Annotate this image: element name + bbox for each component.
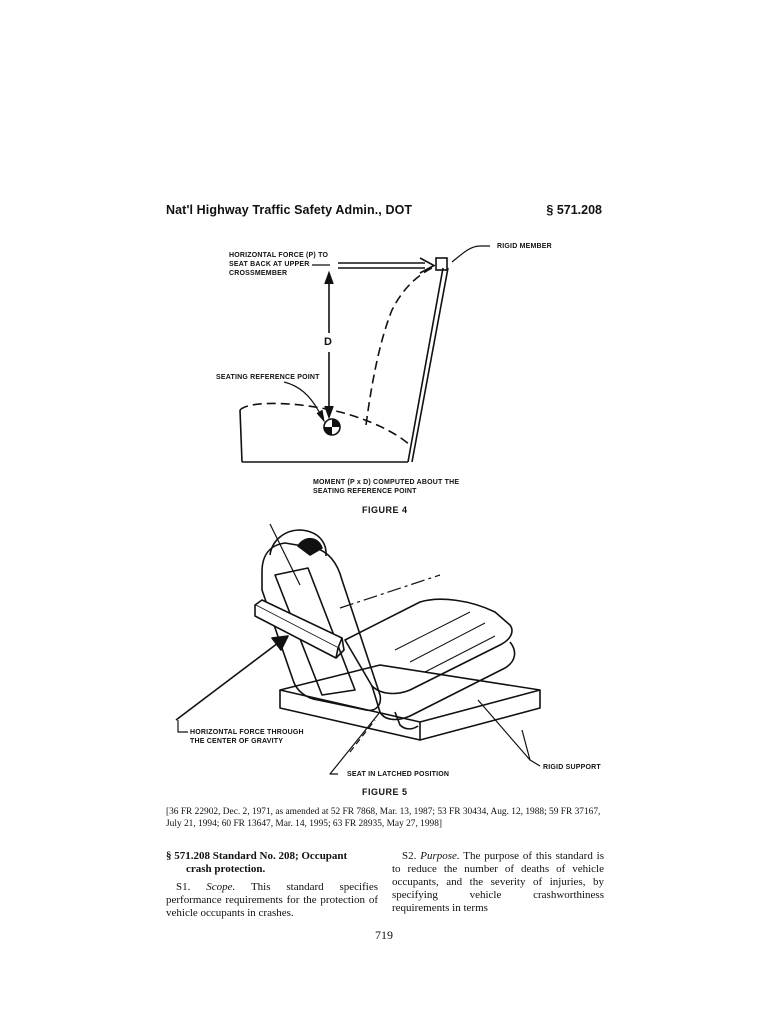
fig4-force-label-line1: HORIZONTAL FORCE (P) TO: [229, 252, 329, 259]
dimension-arrow-down: [324, 405, 334, 420]
running-head-section: § 571.208: [546, 203, 602, 217]
fig4-srp-label: SEATING REFERENCE POINT: [216, 374, 320, 381]
force-arrow-head: [419, 257, 436, 274]
cg-force-leader: [177, 720, 188, 733]
figure-5-caption: FIGURE 5: [362, 787, 408, 797]
rigid-support-top: [279, 664, 541, 723]
rigid-support-front: [279, 690, 541, 741]
seat-cushion-outline: [239, 402, 411, 446]
dimension-arrow-up: [324, 270, 334, 285]
seat-base-left: [239, 409, 243, 463]
fig4-force-label-line2: SEAT BACK AT UPPER: [229, 261, 310, 268]
right-column: S2. Purpose. The purpose of this standar…: [392, 850, 604, 915]
seating-reference-point-symbol: [323, 418, 341, 436]
seat-rail: [394, 711, 419, 730]
rigid-member-bar: [407, 267, 444, 463]
cg-force-arrow: [271, 635, 289, 651]
rigid-member-leader: [451, 245, 490, 263]
fig4-dimension-d-label: D: [324, 336, 333, 348]
srp-leader: [283, 381, 324, 419]
s2-text: The purpose of this standard is to reduc…: [392, 850, 605, 914]
fig5-latched-label: SEAT IN LATCHED POSITION: [347, 771, 450, 778]
s1-paragraph: S1. Scope. This standard specifies perfo…: [166, 881, 378, 920]
s2-label: S2.: [402, 850, 417, 862]
fig5-force-label: HORIZONTAL FORCE THROUGH THE CENTER OF G…: [190, 728, 304, 746]
fig4-force-label: HORIZONTAL FORCE (P) TO SEAT BACK AT UPP…: [229, 251, 328, 278]
s1-heading: Scope.: [206, 881, 236, 893]
support-leader-2: [521, 729, 531, 761]
srp-leader-arrow: [316, 409, 325, 423]
cg-line: [339, 574, 441, 609]
fig4-force-label-line3: CROSSMEMBER: [229, 270, 288, 277]
figure-4-caption: FIGURE 4: [362, 505, 408, 515]
running-head-agency: Nat'l Highway Traffic Safety Admin., DOT: [166, 203, 413, 217]
load-bar-front: [254, 605, 339, 659]
headrest-pad: [297, 537, 323, 556]
s2-paragraph: S2. Purpose. The purpose of this standar…: [392, 850, 604, 915]
section-title-line2: crash protection.: [186, 863, 266, 875]
amendment-citation: [36 FR 22902, Dec. 2, 1971, as amended a…: [166, 807, 601, 829]
page-number: 719: [375, 928, 393, 942]
fig4-moment-label: MOMENT (P x D) COMPUTED ABOUT THE SEATIN…: [313, 478, 459, 496]
rigid-member-bar-inner: [411, 267, 449, 463]
rigid-member-block: [435, 257, 448, 271]
section-title-line1: § 571.208 Standard No. 208; Occupant: [166, 850, 348, 862]
seat-back-outer: [261, 542, 382, 712]
s2-heading: Purpose.: [420, 850, 460, 862]
headrest: [269, 529, 327, 557]
section-title: § 571.208 Standard No. 208; Occupant cra…: [166, 850, 378, 876]
top-leader: [269, 523, 301, 586]
fig5-force-label-line2: THE CENTER OF GRAVITY: [190, 738, 284, 745]
latched-dash: [349, 719, 376, 753]
seat-cushion-side: [371, 641, 516, 721]
latched-leader: [329, 711, 381, 775]
s1-text: This standard specifies performance requ…: [166, 881, 378, 919]
seat-cushion-top: [344, 598, 513, 695]
left-column: § 571.208 Standard No. 208; Occupant cra…: [166, 850, 378, 920]
cg-force-line: [175, 639, 283, 721]
fig4-moment-line2: SEATING REFERENCE POINT: [313, 488, 417, 495]
s1-label: S1.: [176, 881, 191, 893]
fig4-moment-line1: MOMENT (P x D) COMPUTED ABOUT THE: [313, 479, 460, 486]
fig4-rigid-member-label: RIGID MEMBER: [497, 243, 552, 250]
load-bar-end: [335, 637, 345, 659]
seat-cushion-detail: [394, 611, 496, 673]
seat-back-outline: [365, 267, 433, 426]
fig5-rigid-support-label: RIGID SUPPORT: [543, 764, 601, 771]
seat-back-inner: [274, 567, 356, 696]
fig5-force-label-line1: HORIZONTAL FORCE THROUGH: [190, 729, 304, 736]
